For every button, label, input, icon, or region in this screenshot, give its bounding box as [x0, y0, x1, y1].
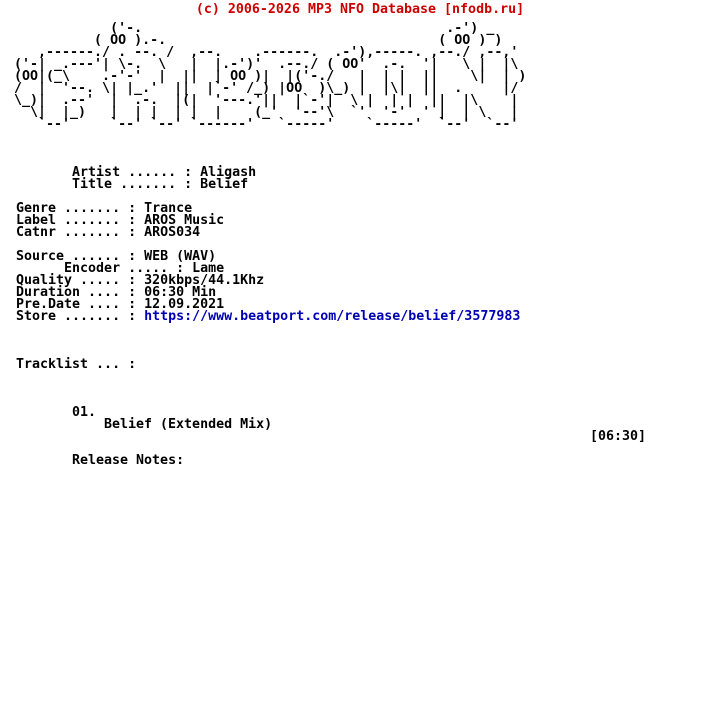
store-row: Store ....... : https://www.beatport.com…: [16, 309, 521, 324]
nfodb-copyright-header: (c) 2006-2026 MP3 NFO Database [nfodb.ru…: [195, 2, 525, 17]
store-label: Store ....... :: [16, 309, 145, 324]
falcon-ascii-logo: ('-. .-') _ ( OO ).-. ( OO ) ) ,------./…: [14, 21, 527, 132]
track-row: 01. Belief (Extended Mix) [06:30]: [0, 395, 720, 443]
artist-title-info: Artist ...... : Aligash Title ....... : …: [72, 165, 257, 192]
track-title: Belief (Extended Mix): [104, 417, 273, 432]
genre-label-catnr-info: Genre ....... : Trance Label ....... : A…: [16, 201, 225, 240]
release-notes-heading: Release Notes:: [72, 453, 185, 468]
source-quality-info: Source ...... : WEB (WAV) Encoder ..... …: [16, 249, 265, 312]
track-number: 01.: [72, 405, 97, 420]
track-duration: [06:30]: [590, 429, 647, 444]
store-beatport-link[interactable]: https://www.beatport.com/release/belief/…: [144, 309, 521, 324]
tracklist-heading: Tracklist ... :: [16, 357, 137, 372]
